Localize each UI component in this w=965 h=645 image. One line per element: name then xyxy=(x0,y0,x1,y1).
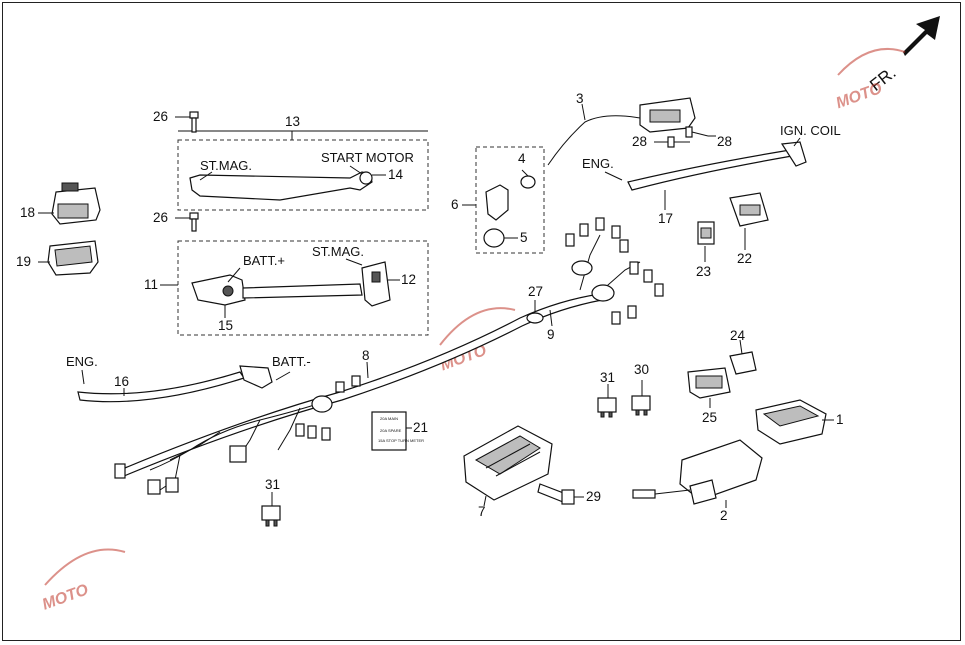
callout-26a: 26 xyxy=(153,109,168,124)
fuse-label-line2: 20A SPARE xyxy=(380,428,402,433)
st-mag-terminal-cover xyxy=(361,261,391,307)
harness-grommet-left xyxy=(311,395,333,413)
callout-27: 27 xyxy=(528,284,543,299)
callout-28a: 28 xyxy=(632,134,647,149)
callout-3: 3 xyxy=(576,91,584,106)
callout-11: 11 xyxy=(144,277,158,292)
harness-grommet-lower xyxy=(591,284,615,302)
callout-19: 19 xyxy=(16,254,31,269)
callout-17: 17 xyxy=(658,211,673,226)
starter-relay-18 xyxy=(51,182,101,225)
callout-7: 7 xyxy=(478,504,486,519)
callout-24: 24 xyxy=(730,328,746,343)
st-mag-label-11: ST.MAG. xyxy=(312,244,364,259)
batt-plus-label: BATT.+ xyxy=(243,253,285,268)
eng-label-16: ENG. xyxy=(66,354,98,369)
callout-29: 29 xyxy=(586,489,601,504)
bolt-26-top xyxy=(189,111,199,133)
callout-5: 5 xyxy=(520,230,528,245)
callout-16: 16 xyxy=(114,374,129,389)
group-13-box xyxy=(177,139,429,211)
fuse-label-line3: 15A STOP TURN METER xyxy=(378,438,424,443)
harness-connectors-right xyxy=(611,261,664,325)
callout-25: 25 xyxy=(702,410,717,425)
fuse-31-lower xyxy=(261,505,281,527)
harness-grommet-upper xyxy=(571,260,593,276)
callout-28b: 28 xyxy=(717,134,732,149)
bolt-29 xyxy=(537,483,575,505)
callout-15: 15 xyxy=(218,318,233,333)
screw-28-b xyxy=(685,126,709,138)
fuse-label-line1: 20A MAIN xyxy=(380,416,398,421)
callout-22: 22 xyxy=(737,251,752,266)
engine-ground-cable xyxy=(77,371,245,403)
fuse-31-right xyxy=(597,397,617,418)
start-motor-cable xyxy=(189,171,373,201)
relay-holder-25 xyxy=(687,367,731,399)
watermark-logo-bottom: MOTO xyxy=(40,548,126,614)
fuse-label-21: 20A MAIN 20A SPARE 15A STOP TURN METER xyxy=(371,411,424,451)
relay-cover-19 xyxy=(47,240,99,276)
cable-eyelet xyxy=(359,171,373,185)
watermark-text: MOTO xyxy=(834,80,885,112)
cdi-unit-2 xyxy=(632,439,763,505)
callout-31b: 31 xyxy=(265,477,280,492)
group-11-box xyxy=(177,240,429,336)
plug-seal xyxy=(483,228,505,248)
callout-12: 12 xyxy=(401,272,416,287)
flasher-relay-22 xyxy=(729,192,769,227)
cdi-cover-1 xyxy=(755,399,827,445)
group-6-box xyxy=(475,146,545,254)
front-arrow-icon xyxy=(903,16,940,56)
callout-21: 21 xyxy=(413,420,428,435)
relay-24 xyxy=(729,351,757,375)
callout-23: 23 xyxy=(696,264,711,279)
harness-connectors-upper xyxy=(565,217,629,253)
eng-label-17: ENG. xyxy=(582,156,614,171)
ign-coil-label: IGN. COIL xyxy=(780,123,841,138)
fuse-30 xyxy=(631,395,651,416)
callout-6: 6 xyxy=(451,197,459,212)
battery-terminal-cover xyxy=(191,274,246,306)
st-mag-label-13: ST.MAG. xyxy=(200,158,252,173)
watermark-text: MOTO xyxy=(40,581,91,613)
harness-clamp-27 xyxy=(526,312,544,324)
regulator-rectifier-7 xyxy=(463,425,553,501)
start-motor-label: START MOTOR xyxy=(321,150,414,165)
callout-2: 2 xyxy=(720,508,728,523)
callout-31a: 31 xyxy=(600,370,615,385)
bolt-26-bottom xyxy=(189,212,199,232)
batt-minus-label: BATT.- xyxy=(272,354,311,369)
callout-14: 14 xyxy=(388,167,404,182)
ign-coil-ground-cable xyxy=(627,149,793,191)
callout-8: 8 xyxy=(362,348,370,363)
spark-plug-cap xyxy=(485,184,509,221)
plug-cap-terminal xyxy=(520,175,536,189)
screw-28-a xyxy=(667,136,690,148)
callout-26b: 26 xyxy=(153,210,168,225)
callout-13: 13 xyxy=(285,114,300,129)
callout-4: 4 xyxy=(518,151,526,166)
callout-9: 9 xyxy=(547,327,555,342)
battery-cable xyxy=(242,283,363,299)
harness-connectors-left xyxy=(114,375,361,495)
callout-30: 30 xyxy=(634,362,649,377)
callout-1: 1 xyxy=(836,412,844,427)
callout-18: 18 xyxy=(20,205,35,220)
connector-23 xyxy=(697,221,715,245)
ignition-high-tension-lead xyxy=(547,115,641,166)
